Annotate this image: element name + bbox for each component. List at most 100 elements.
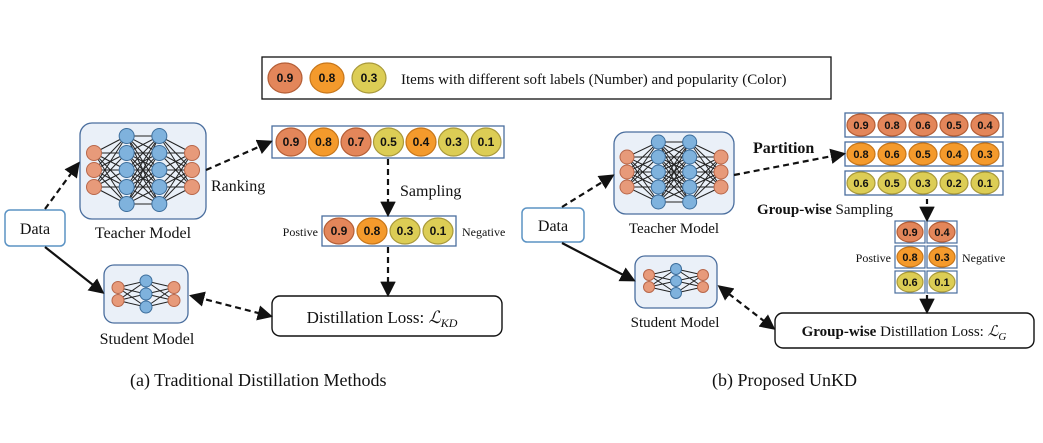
network-edge [626,141,659,188]
item-value: 0.1 [478,135,495,149]
sampling-label-a: Sampling [400,183,461,200]
network-node [118,128,135,144]
item-value: 0.4 [977,120,993,132]
network-node [619,149,635,165]
panel-b: Data Teacher Model Student Model Partiti… [521,112,1035,391]
item-value: 0.3 [915,178,930,190]
positive-label-b: Postive [856,251,891,265]
data-box-a [4,209,66,247]
item-value: 0.5 [884,178,899,190]
legend-text: Items with different soft labels (Number… [401,72,786,88]
positive-label-a: Postive [283,225,318,239]
item-circle: 0.1 [970,171,1000,195]
item-circle: 0.3 [928,246,956,268]
student-network-icon [111,274,181,314]
item-value: 0.8 [884,120,899,132]
network-node [713,179,729,195]
network-node [167,294,181,307]
negative-label-a: Negative [462,225,505,239]
network-edge [158,152,193,205]
network-edge [126,152,160,205]
item-value: 0.8 [853,149,868,161]
item-value: 0.5 [946,120,961,132]
network-node [184,145,200,161]
item-value: 0.9 [853,120,868,132]
item-circle: 0.8 [356,217,388,245]
item-circle: 0.8 [896,246,924,268]
loss-box-b [774,312,1035,349]
network-node [713,164,729,180]
item-value: 0.6 [915,120,930,132]
network-node [139,287,153,301]
item-circle: 0.3 [389,217,421,245]
network-node [650,149,666,165]
data-box-b [521,207,585,243]
item-value: 0.4 [413,135,430,149]
item-value: 0.4 [946,149,962,161]
teacher-label-b: Teacher Model [629,221,719,237]
network-node [184,179,200,195]
network-node [151,145,168,161]
item-circle: 0.1 [422,217,454,245]
item-value: 0.1 [430,224,447,238]
network-node [643,281,655,293]
network-node [650,164,666,180]
network-node [650,194,666,210]
network-node [619,164,635,180]
network-node [697,281,709,293]
item-circle: 0.8 [846,142,876,166]
network-node [682,194,698,210]
student-network-icon [643,263,709,299]
item-circle: 0.9 [846,113,876,137]
item-circle: 0.5 [908,142,938,166]
caption-a: (a) Traditional Distillation Methods [130,370,387,391]
partition-label: Partition [753,140,814,157]
arrow-data-to-student-b [561,242,636,282]
item-value: 0.9 [331,224,348,238]
item-circle: 0.6 [846,171,876,195]
network-node [670,275,682,287]
network-node [118,145,135,161]
network-node [118,179,135,195]
network-node [713,149,729,165]
item-value: 0.3 [361,71,378,85]
item-value: 0.3 [934,252,949,264]
network-node [139,300,153,314]
item-value: 0.5 [915,149,930,161]
item-circle: 0.9 [323,217,355,245]
teacher-network-icon [619,134,729,210]
network-node [111,281,125,294]
arrow-teacher-to-partition [733,148,847,177]
network-node [151,179,168,195]
item-circle: 0.6 [877,142,907,166]
network-node [111,294,125,307]
arrow-data-to-teacher-b [561,174,615,208]
item-value: 0.8 [902,252,917,264]
network-node [682,134,698,150]
item-circle: 0.3 [351,62,387,94]
network-node [86,162,102,178]
network-node [682,179,698,195]
item-value: 0.6 [853,178,868,190]
data-label-b: Data [538,218,568,235]
network-node [118,196,135,212]
teacher-label-a: Teacher Model [95,225,192,242]
item-circle: 0.6 [908,113,938,137]
item-value: 0.9 [277,71,294,85]
network-node [151,162,168,178]
student-label-b: Student Model [631,315,720,331]
network-node [118,162,135,178]
item-value: 0.2 [946,178,961,190]
arrow-data-to-teacher-a [44,161,80,210]
arrow-data-to-student-a [44,246,105,294]
item-circle: 0.4 [928,221,956,243]
network-edge [657,141,691,188]
item-circle: 0.2 [939,171,969,195]
network-node [697,269,709,281]
network-node [682,149,698,165]
